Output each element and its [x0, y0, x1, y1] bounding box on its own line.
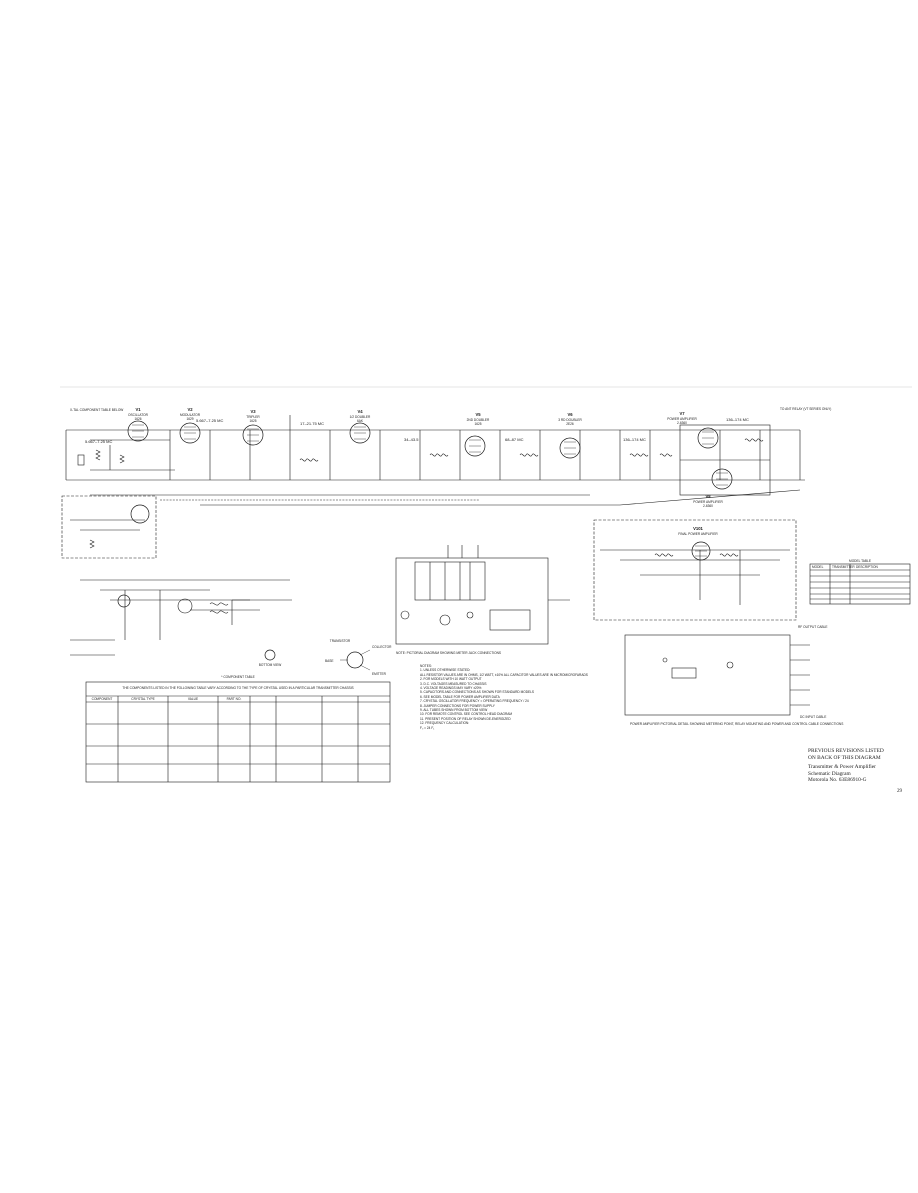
tube-v2-name: MODULATOR [180, 413, 201, 417]
partno-col-header: PART NO. [227, 697, 242, 701]
base-label: BASE [325, 659, 334, 663]
component-table-heading: * COMPONENT TABLE [221, 675, 254, 679]
tube-v7-name: POWER AMPLIFIER [667, 417, 697, 421]
note-item: 4. VOLTAGE READINGS MAY VARY ±20% [420, 686, 482, 691]
tube-v4-name: 1/2 DOUBLER [350, 415, 371, 419]
emitter-label: EMITTER [372, 672, 387, 676]
tube-v7-ref: V7 [679, 411, 685, 416]
tube-v7-type: 2-6360 [677, 421, 687, 425]
model-table-heading: MODEL TABLE [849, 559, 871, 563]
v101-title: V101 [693, 526, 703, 531]
tube-v2-type: 1629 [186, 417, 193, 421]
note-item: 10. FOR REMOTE CONTROL SEE CONTROL HEAD … [420, 712, 513, 717]
freq-label-doubler1: 34–43.5 [404, 437, 419, 442]
freq-label-doubler2: 68–87 MC [505, 437, 524, 442]
tube-v6-ref: V6 [567, 412, 573, 417]
tube-v5-ref: V5 [475, 412, 481, 417]
pa-detail-caption: POWER AMPLIFIER PICTORIAL DETAIL SHOWING… [630, 722, 843, 726]
revisions-line1: PREVIOUS REVISIONS LISTED [808, 748, 884, 754]
note-item: 6. SEE MODEL TABLE FOR POWER AMPLIFIER D… [420, 694, 500, 699]
note-item: 1. UNLESS OTHERWISE STATED: [420, 668, 471, 673]
note-item: ALL RESISTOR VALUES ARE IN OHMS, 1/2 WAT… [420, 672, 588, 677]
note-item: 5. CAPACITORS AND CONNECTIONS AS SHOWN F… [420, 690, 535, 695]
value-col-header: VALUE [188, 697, 198, 701]
bottom-view-label: BOTTOM VIEW [259, 663, 282, 667]
note-item: F₀ = 24 F₁ [420, 725, 435, 730]
note-item: 12. FREQUENCY CALCULATION: [420, 721, 470, 726]
tube-v3-ref: V3 [250, 409, 256, 414]
pictorial-note: NOTE: PICTORIAL DIAGRAM SHOWING METER JA… [396, 651, 501, 655]
tube-v4-ref: V4 [357, 409, 363, 414]
tube-v1-type: 1626 [134, 417, 141, 421]
note-item: 11. PRESENT POSITION OF RELAY SHOWN DE-E… [420, 716, 511, 721]
crystal-col-header: CRYSTAL TYPE [131, 697, 154, 701]
tube-v1-ref: V1 [135, 407, 141, 412]
freq-label-mod: 5.667–7.25 MC [196, 418, 223, 423]
note-item: 7. CRYSTAL OSCILLATOR FREQUENCY = OPERAT… [420, 699, 529, 704]
tube-v4-type: 6AK [357, 419, 364, 423]
title-line1: Transmitter & Power Amplifier [808, 764, 876, 771]
component-col-header: COMPONENT [92, 697, 113, 701]
relay-note: TO ANT RELAY (VT SERIES ONLY) [780, 407, 831, 411]
tube-v6-name: 3 RD DOUBLER [558, 418, 582, 422]
note-item: 2. FOR MODELS WITH 10 WATT OUTPUT [420, 677, 482, 682]
freq-label-pa: 136–174 MC [726, 417, 749, 422]
freq-label-doubler3: 136–174 MC [623, 437, 646, 442]
tube-v2-ref: V2 [187, 407, 193, 412]
page-number: 29 [897, 789, 902, 794]
tube-v5-type: 1625 [474, 422, 481, 426]
dc-input-label: DC INPUT CABLE [800, 715, 826, 719]
component-table-caption: THE COMPONENTS LISTED IN THE FOLLOWING T… [122, 686, 353, 690]
title-block: PREVIOUS REVISIONS LISTED ON BACK OF THI… [808, 748, 912, 784]
tube-v3-type: 1625 [249, 419, 256, 423]
title-line3: Motorola No. 63E86910-G [808, 777, 867, 784]
model-col-header: MODEL [812, 565, 824, 569]
notes-heading: NOTES: [420, 664, 432, 668]
notes-block: NOTES: 1. UNLESS OTHERWISE STATED: ALL R… [420, 664, 650, 730]
tube-v6-type: 2E26 [566, 422, 574, 426]
description-col-header: DESCRIPTION [856, 565, 878, 569]
tube-v8-type: 2-6360 [703, 504, 713, 508]
tube-v5-name: 2ND DOUBLER [467, 418, 490, 422]
tube-v8-name: POWER AMPLIFIER [693, 500, 723, 504]
transistor-label: TRANSISTOR [330, 639, 351, 643]
collector-label: COLLECTOR [372, 645, 392, 649]
note-item: 3. D.C. VOLTAGES MEASURED TO CHASSIS [420, 681, 487, 686]
rf-output-label: RF OUTPUT CABLE [798, 625, 828, 629]
xtal-note: X-TAL COMPONENT TABLE BELOW [70, 408, 123, 412]
title-line2: Schematic Diagram [808, 770, 851, 777]
v101-name: FINAL POWER AMPLIFIER [678, 532, 718, 536]
transmitter-col-header: TRANSMITTER [832, 565, 855, 569]
revisions-line2: ON BACK OF THIS DIAGRAM [808, 754, 881, 761]
note-item: 9. ALL TUBES SHOWN FROM BOTTOM VIEW [420, 708, 488, 713]
freq-label-tripler: 17–21.75 MC [300, 421, 324, 426]
freq-label-osc: 5.667–7.25 MC [85, 439, 112, 444]
tube-v1-name: OSCILLATOR [128, 413, 149, 417]
tube-v8-ref: V8 [705, 494, 711, 499]
note-item: 8. JUMPER CONNECTIONS FOR POWER SUPPLY [420, 703, 495, 708]
tube-v3-name: TRIPLER [246, 415, 260, 419]
